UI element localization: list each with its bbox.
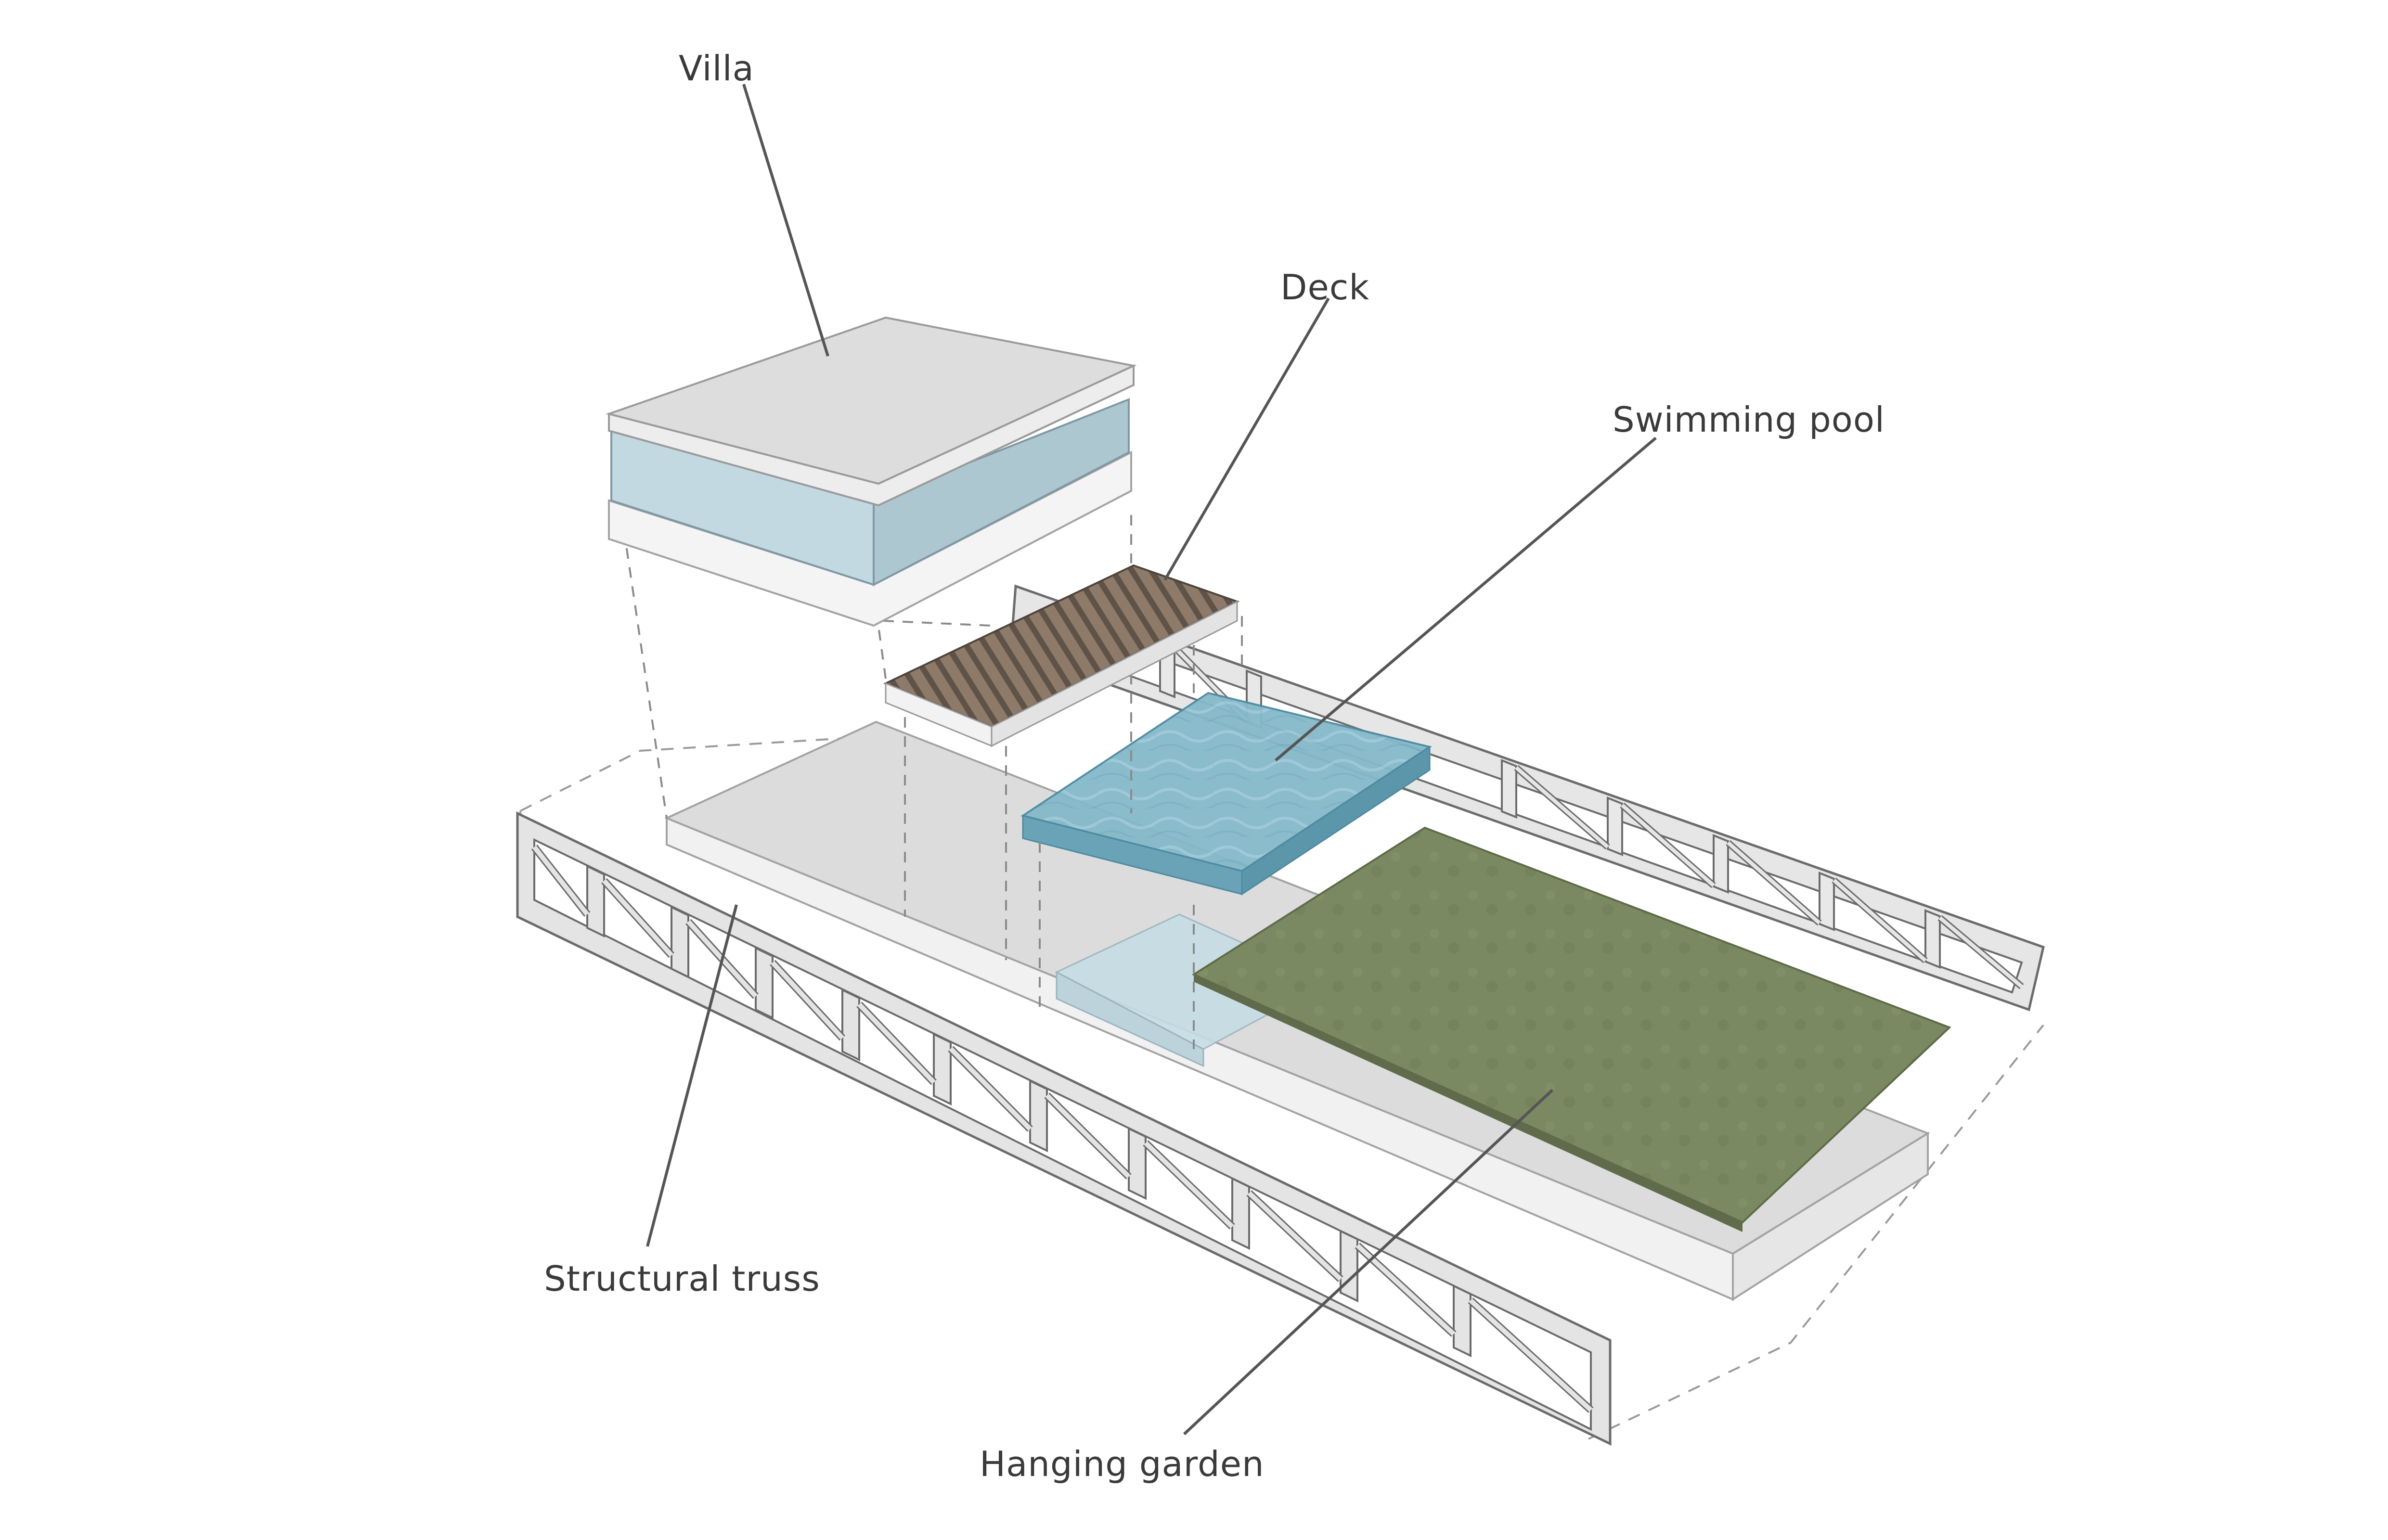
swimming-pool bbox=[1020, 692, 1432, 896]
garden-leader bbox=[1183, 1089, 1554, 1436]
villa-projection-lines bbox=[620, 510, 1132, 819]
truss-leader bbox=[646, 904, 738, 1247]
villa-label: Villa bbox=[679, 48, 754, 89]
hanging-garden-label: Hanging garden bbox=[980, 1444, 1265, 1484]
deck-label: Deck bbox=[1280, 267, 1370, 308]
leader-lines bbox=[646, 84, 1657, 1436]
hanging-garden bbox=[1191, 826, 1951, 1232]
villa bbox=[606, 316, 1137, 627]
pool-leader bbox=[1275, 436, 1657, 762]
deck bbox=[883, 564, 1240, 747]
deck-leader bbox=[1163, 297, 1330, 581]
structural-truss-label: Structural truss bbox=[544, 1258, 820, 1299]
deck-projection-lines bbox=[904, 587, 1243, 1049]
front-truss bbox=[516, 811, 1612, 1446]
swimming-pool-label: Swimming pool bbox=[1613, 399, 1885, 440]
villa-leader bbox=[742, 84, 829, 357]
